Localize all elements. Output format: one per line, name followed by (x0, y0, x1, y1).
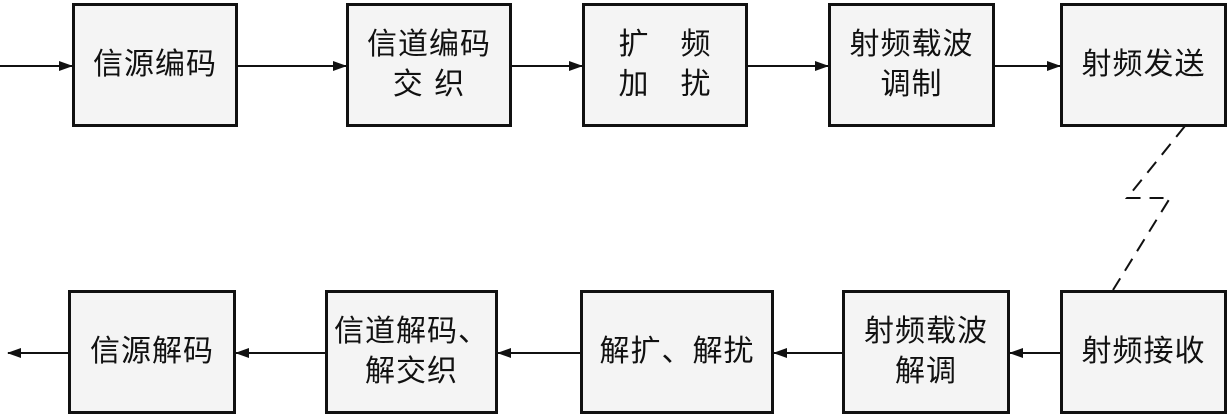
box-label-line: 信道编码 (367, 27, 491, 62)
box-label-line: 信道解码、 (334, 314, 489, 349)
wireless-link (1112, 125, 1186, 291)
spread-scramble-box: 扩 频 加 扰 (582, 3, 748, 127)
box-label-line: 信源解码 (90, 334, 214, 369)
rf-receive-box: 射频接收 (1060, 290, 1227, 414)
box-label-line: 射频发送 (1081, 47, 1206, 82)
rf-carrier-modulation-box: 射频载波 调制 (828, 3, 995, 127)
box-label-line: 交 织 (392, 67, 466, 102)
despread-descramble-box: 解扩、解扰 (580, 290, 774, 414)
box-label-line: 加 扰 (618, 67, 712, 102)
box-label-line: 射频接收 (1081, 334, 1206, 369)
box-label-line: 射频载波 (864, 314, 988, 349)
source-decoding-box: 信源解码 (68, 290, 236, 414)
box-label-line: 解调 (895, 354, 957, 389)
channel-decoding-deinterleave-box: 信道解码、 解交织 (325, 290, 498, 414)
box-label-line: 解交织 (365, 354, 458, 389)
rf-send-box: 射频发送 (1060, 3, 1227, 127)
box-label-line: 信源编码 (93, 47, 217, 82)
box-label-line: 射频载波 (849, 27, 974, 62)
box-label-line: 调制 (880, 67, 943, 102)
source-coding-box: 信源编码 (72, 3, 238, 127)
box-label-line: 扩 频 (618, 27, 712, 62)
box-label-line: 解扩、解扰 (599, 334, 755, 369)
rf-carrier-demodulation-box: 射频载波 解调 (842, 290, 1010, 414)
channel-coding-interleave-box: 信道编码 交 织 (346, 3, 512, 127)
